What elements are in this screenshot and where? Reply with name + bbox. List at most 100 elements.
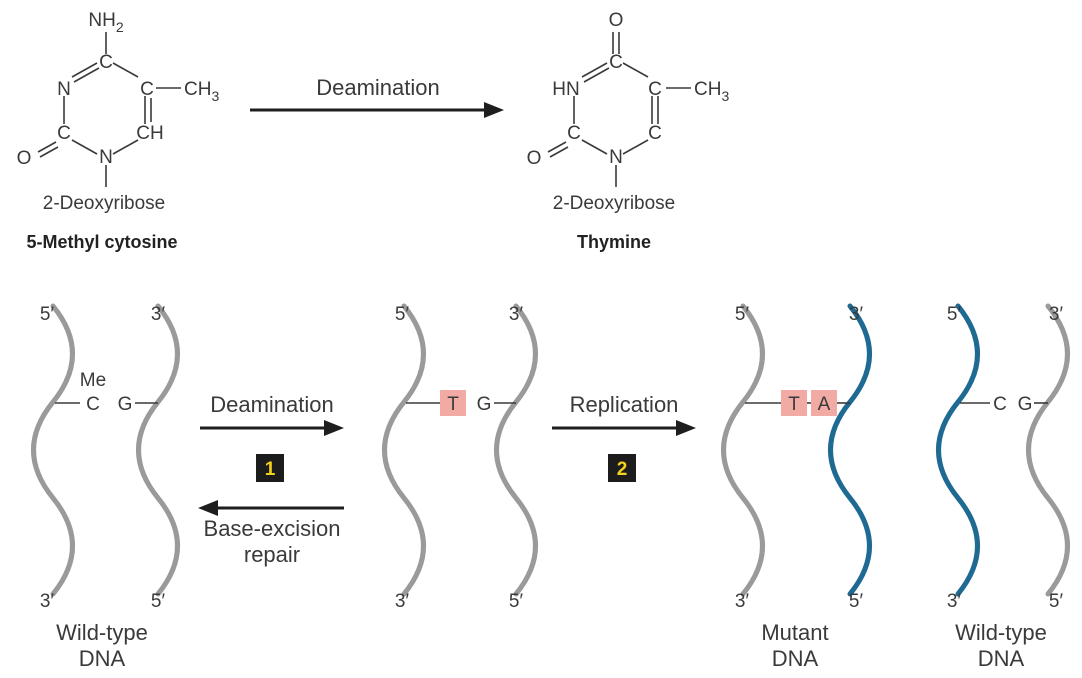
base-c: C: [993, 394, 1007, 415]
replication-arrow-head: [676, 420, 696, 436]
repair-label-line2: repair: [244, 542, 300, 567]
bond-n3-c4-double: [73, 67, 100, 83]
base-t: T: [788, 394, 800, 415]
methyl-group: CH3: [184, 79, 219, 104]
molecule-name-5-methyl-cytosine: 5-Methyl cytosine: [26, 232, 177, 252]
bond-c4-c5: [622, 62, 649, 78]
atom-c6: C: [648, 123, 662, 144]
base-g: G: [118, 394, 133, 415]
wild-type-label-line1: Wild-type: [56, 620, 148, 645]
molecule-name-thymine: Thymine: [577, 232, 651, 252]
step-1-number: 1: [265, 459, 276, 480]
bond-n3-c4-double: [583, 67, 610, 83]
step-2: Replication 2: [552, 392, 696, 482]
end-3-top: 3′: [151, 304, 166, 325]
strand-right: [139, 306, 178, 594]
end-3-top: 3′: [509, 304, 524, 325]
base-g: G: [1018, 394, 1033, 415]
top-deamination-arrow: Deamination: [250, 75, 504, 118]
step-2-number: 2: [617, 459, 628, 480]
bond-n1-c6: [112, 139, 139, 155]
replication-label: Replication: [570, 392, 679, 417]
base-t: T: [447, 394, 459, 415]
mutation-highlight-a: [811, 390, 837, 416]
end-5-top: 5′: [735, 304, 750, 325]
end-5-top: 5′: [40, 304, 55, 325]
atom-c2: C: [57, 123, 71, 144]
strand-old: [1029, 306, 1068, 594]
intermediate-dna: T G 5′ 3′ 3′ 5′: [385, 304, 536, 612]
bond-c2-o: [37, 141, 57, 153]
bond-n1-c6: [622, 139, 649, 155]
end-5-bottom: 5′: [1049, 591, 1064, 612]
end-3-bottom: 3′: [395, 591, 410, 612]
wild-type-label-line2: DNA: [79, 646, 126, 671]
end-3-bottom: 3′: [735, 591, 750, 612]
wild-type-label-line2: DNA: [978, 646, 1025, 671]
top-arrow-label: Deamination: [316, 75, 440, 100]
bond-c2-o: [547, 141, 567, 153]
methyl-group: CH3: [694, 79, 729, 104]
reverse-arrow-head: [198, 500, 218, 516]
bond-c2-o-double: [549, 146, 569, 158]
strand-left: [385, 306, 424, 594]
bond-n3-c4: [71, 62, 98, 78]
atom-c4: C: [609, 52, 623, 73]
end-5-bottom: 5′: [849, 591, 864, 612]
end-5-bottom: 5′: [509, 591, 524, 612]
strand-new: [939, 306, 978, 594]
repair-label-line1: Base-excision: [204, 516, 341, 541]
amino-group: NH2: [88, 10, 123, 35]
bond-c2-o-double: [39, 146, 59, 158]
wild-type-dna-1: Me C G 5′ 3′ 3′ 5′ Wild-type DNA: [34, 304, 178, 671]
strand-right: [497, 306, 536, 594]
atom-n3h: HN: [552, 79, 579, 100]
base-a: A: [818, 394, 831, 415]
wild-type-dna-2: C G 5′ 3′ 3′ 5′ Wild-type DNA: [939, 304, 1068, 671]
molecule-thymine: O HN C C CH3 C C O N 2-Deoxyribose Thymi…: [527, 10, 730, 252]
methyl-label: Me: [80, 370, 106, 391]
base-c: C: [86, 394, 100, 415]
arrow-head: [484, 102, 504, 118]
atom-o4: O: [609, 10, 624, 31]
wild-type-label-line1: Wild-type: [955, 620, 1047, 645]
strand-old: [724, 306, 763, 594]
step-1: Deamination 1 Base-excision repair: [198, 392, 344, 567]
mutant-dna: T A 5′ 3′ 3′ 5′ Mutant DNA: [724, 304, 870, 671]
end-3-bottom: 3′: [40, 591, 55, 612]
bond-n3-c4: [581, 62, 608, 78]
mutant-label-line2: DNA: [772, 646, 819, 671]
mutant-label-line1: Mutant: [761, 620, 828, 645]
sugar-label: 2-Deoxyribose: [43, 193, 166, 214]
end-5-top: 5′: [947, 304, 962, 325]
mismatch-highlight-t: [440, 390, 466, 416]
atom-c2: C: [567, 123, 581, 144]
strand-new: [831, 306, 870, 594]
sugar-label: 2-Deoxyribose: [553, 193, 676, 214]
step-2-box: [608, 454, 636, 482]
strand-left: [34, 306, 73, 594]
atom-o2: O: [527, 148, 542, 169]
bond-c2-n1: [71, 139, 98, 155]
end-3-top: 3′: [849, 304, 864, 325]
mutation-highlight-t: [781, 390, 807, 416]
atom-o2: O: [17, 148, 32, 169]
step-1-box: [256, 454, 284, 482]
atom-c5: C: [140, 79, 154, 100]
bond-c4-c5: [112, 62, 139, 78]
atom-n1: N: [99, 147, 113, 168]
atom-n3: N: [57, 79, 71, 100]
forward-arrow-head: [324, 420, 344, 436]
atom-c6: CH: [136, 123, 163, 144]
base-g: G: [477, 394, 492, 415]
end-3-top: 3′: [1049, 304, 1064, 325]
end-5-bottom: 5′: [151, 591, 166, 612]
end-3-bottom: 3′: [947, 591, 962, 612]
atom-n1: N: [609, 147, 623, 168]
end-5-top: 5′: [395, 304, 410, 325]
deamination-label: Deamination: [210, 392, 334, 417]
molecule-5-methyl-cytosine: NH2 N C C CH3 C CH O N 2-Deoxyribose 5-M…: [17, 10, 220, 252]
atom-c5: C: [648, 79, 662, 100]
bond-c2-n1: [581, 139, 608, 155]
